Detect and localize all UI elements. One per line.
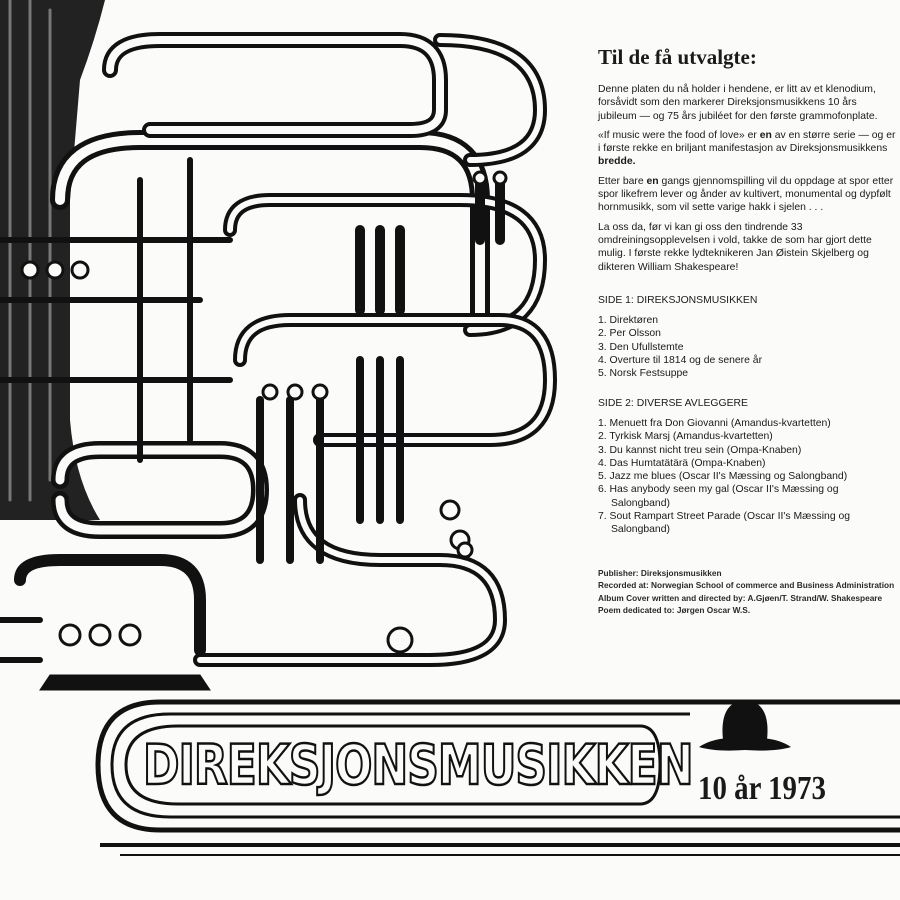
track: 1. Direktøren: [598, 315, 659, 327]
credits: Publisher: Direksjonsmusikken Recorded a…: [598, 567, 898, 617]
bowler-hat-icon: [699, 700, 791, 751]
recorded-at: Recorded at: Norwegian School of commerc…: [598, 580, 895, 591]
track: 4. Overture til 1814 og de senere år: [598, 355, 763, 367]
text: gangs gjennomspilling vil du oppdage at …: [598, 175, 894, 214]
side-1-tracklist: 1. Direktøren 2. Per Olsson 3. Den Ufull…: [598, 314, 898, 380]
text: av en større serie — og er i første rekk…: [598, 129, 896, 155]
text-bold: en: [759, 129, 772, 141]
anniversary-text: 10 år 1973: [698, 770, 826, 807]
text-bold: bredde.: [598, 156, 636, 168]
racetrack-banner: [95, 699, 900, 856]
text-bold: en: [646, 175, 659, 187]
track: 1. Menuett fra Don Giovanni (Amandus-kva…: [598, 417, 831, 429]
side-2-title: SIDE 2: DIVERSE AVLEGGERE: [598, 397, 748, 409]
track: 7. Sout Rampart Street Parade (Oscar II'…: [598, 511, 851, 536]
paragraph-1: Denne platen du nå holder i hendene, er …: [598, 84, 878, 122]
track: 6. Has anybody seen my gal (Oscar II's M…: [598, 484, 839, 509]
track: 4. Das Humtatätärä (Ompa-Knaben): [598, 457, 766, 469]
brand-wordmark: DIREKSJONSMUSIKKEN: [142, 733, 695, 799]
paragraph-2: «If music were the food of love» er en a…: [598, 129, 898, 169]
track: 2. Tyrkisk Marsj (Amandus-kvartetten): [598, 431, 773, 443]
track: 5. Jazz me blues (Oscar II's Mæssing og …: [598, 471, 848, 483]
paragraph-3: Etter bare en gangs gjennomspilling vil …: [598, 175, 898, 215]
poem-dedication: Poem dedicated to: Jørgen Oscar W.S.: [598, 605, 751, 616]
side-2-tracklist: 1. Menuett fra Don Giovanni (Amandus-kva…: [598, 417, 898, 537]
brass-instrument-illustration: [0, 0, 558, 691]
paragraph-4: La oss da, før vi kan gi oss den tindren…: [598, 221, 872, 273]
publisher: Publisher: Direksjonsmusikken: [598, 567, 722, 578]
text: «If music were the food of love» er: [598, 129, 760, 141]
track: 3. Den Ufullstemte: [598, 341, 684, 353]
liner-heading: Til de få utvalgte:: [598, 45, 757, 69]
side-1-title: SIDE 1: DIREKSJONSMUSIKKEN: [598, 294, 758, 306]
cover-credit: Album Cover written and directed by: A.G…: [598, 592, 883, 603]
track: 3. Du kannst nicht treu sein (Ompa-Knabe…: [598, 444, 802, 456]
track: 5. Norsk Festsuppe: [598, 368, 689, 380]
liner-notes: Til de få utvalgte: Denne platen du nå h…: [598, 45, 898, 617]
text: Etter bare: [598, 175, 647, 187]
track: 2. Per Olsson: [598, 328, 661, 340]
